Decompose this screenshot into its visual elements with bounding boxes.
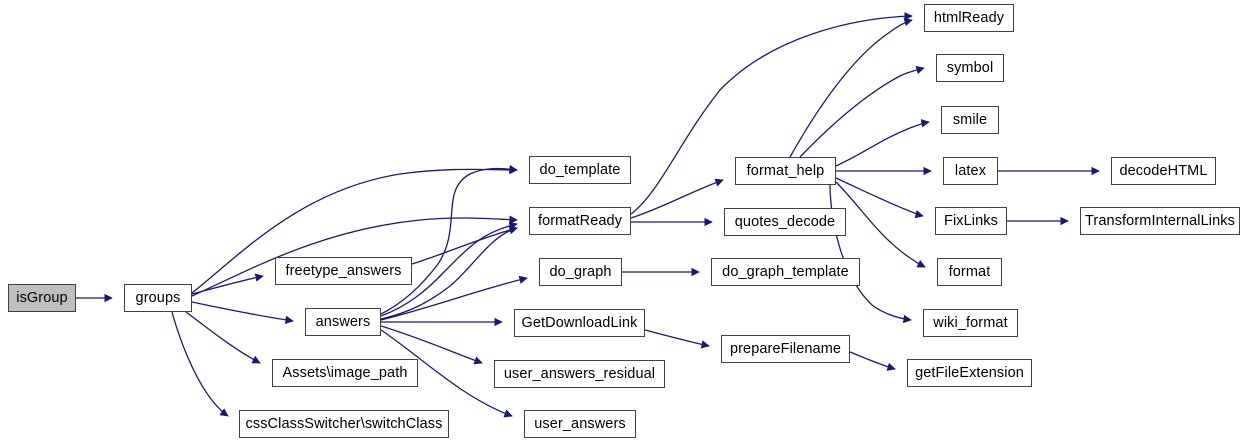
- edge-format_help-to-wiki_format: [829, 184, 912, 324]
- node-decodeHTML[interactable]: decodeHTML: [1111, 157, 1216, 185]
- node-wiki_format[interactable]: wiki_format: [923, 309, 1018, 337]
- node-GetDownloadLink[interactable]: GetDownloadLink: [514, 309, 645, 337]
- node-label: format: [948, 263, 991, 280]
- node-groups[interactable]: groups: [124, 284, 192, 312]
- edge-groups-to-do_template: [191, 165, 518, 294]
- node-label: user_answers_residual: [503, 365, 656, 382]
- node-label: groups: [135, 289, 181, 306]
- node-prepareFilename[interactable]: prepareFilename: [721, 335, 850, 363]
- node-label: user_answers: [534, 415, 626, 432]
- node-label: FixLinks: [944, 212, 998, 229]
- node-symbol[interactable]: symbol: [936, 54, 1004, 82]
- edge-groups-to-freetype_answers: [191, 273, 264, 295]
- node-getFileExtension[interactable]: getFileExtension: [907, 359, 1032, 387]
- node-label: do_graph_template: [722, 263, 849, 280]
- node-label: do_graph: [549, 263, 612, 280]
- edge-format_help-to-format: [835, 181, 926, 268]
- node-label: getFileExtension: [915, 364, 1024, 381]
- node-quotes_decode[interactable]: quotes_decode: [724, 208, 846, 236]
- node-do_graph_template[interactable]: do_graph_template: [711, 258, 860, 286]
- edge-format_help-to-symbol: [799, 66, 925, 158]
- node-label: symbol: [946, 59, 994, 76]
- node-label: latex: [954, 162, 987, 179]
- node-label: TransformInternalLinks: [1085, 212, 1235, 229]
- node-isGroup[interactable]: isGroup: [8, 284, 76, 312]
- edge-groups-to-cssClassSwitcher_switchClass: [171, 311, 229, 417]
- node-label: formatReady: [537, 212, 623, 229]
- node-label: GetDownloadLink: [521, 314, 638, 331]
- node-label: answers: [315, 313, 371, 330]
- node-label: htmlReady: [933, 9, 1005, 26]
- node-label: wiki_format: [933, 314, 1008, 331]
- edge-answers-to-formatReady: [380, 226, 518, 320]
- node-label: quotes_decode: [734, 213, 836, 230]
- node-label: cssClassSwitcher\switchClass: [245, 415, 443, 432]
- node-label: format_help: [746, 162, 825, 179]
- edge-GetDownloadLink-to-prepareFilename: [644, 329, 710, 349]
- node-label: prepareFilename: [729, 340, 842, 357]
- node-cssClassSwitcher_switchClass[interactable]: cssClassSwitcher\switchClass: [239, 410, 449, 438]
- node-user_answers_residual[interactable]: user_answers_residual: [494, 360, 665, 388]
- node-user_answers[interactable]: user_answers: [524, 410, 636, 438]
- node-label: Assets\image_path: [282, 364, 408, 381]
- edge-prepareFilename-to-getFileExtension: [849, 351, 896, 371]
- node-formatReady[interactable]: formatReady: [529, 207, 631, 235]
- node-format[interactable]: format: [937, 258, 1002, 286]
- node-label: smile: [952, 111, 988, 128]
- node-latex[interactable]: latex: [943, 157, 998, 185]
- node-smile[interactable]: smile: [941, 106, 999, 134]
- edge-answers-to-formatReady: [380, 221, 518, 317]
- edge-groups-to-Assets_image_path: [185, 311, 261, 364]
- edge-format_help-to-smile: [835, 119, 930, 167]
- node-answers[interactable]: answers: [305, 308, 381, 336]
- node-do_graph[interactable]: do_graph: [539, 258, 622, 286]
- edge-format_help-to-FixLinks: [835, 177, 924, 219]
- edge-answers-to-user_answers_residual: [380, 325, 483, 365]
- node-format_help[interactable]: format_help: [735, 157, 836, 185]
- node-FixLinks[interactable]: FixLinks: [935, 207, 1007, 235]
- node-freetype_answers[interactable]: freetype_answers: [275, 257, 412, 285]
- node-do_template[interactable]: do_template: [529, 156, 631, 184]
- edge-freetype_answers-to-formatReady: [411, 225, 518, 265]
- edge-answers-to-do_template: [380, 164, 518, 315]
- node-label: isGroup: [16, 289, 68, 306]
- edge-formatReady-to-htmlReady: [630, 12, 913, 215]
- node-label: do_template: [539, 161, 621, 178]
- node-htmlReady[interactable]: htmlReady: [924, 4, 1014, 32]
- node-TransformInternalLinks[interactable]: TransformInternalLinks: [1080, 207, 1240, 235]
- node-label: freetype_answers: [285, 262, 402, 279]
- edge-answers-to-do_graph: [380, 275, 528, 321]
- edge-groups-to-formatReady: [191, 215, 518, 297]
- node-label: decodeHTML: [1119, 162, 1208, 179]
- edge-groups-to-answers: [191, 301, 294, 325]
- edge-format_help-to-htmlReady: [789, 18, 913, 158]
- edge-answers-to-user_answers: [380, 329, 513, 418]
- edge-formatReady-to-format_help: [630, 178, 724, 219]
- node-Assets_image_path[interactable]: Assets\image_path: [272, 359, 418, 387]
